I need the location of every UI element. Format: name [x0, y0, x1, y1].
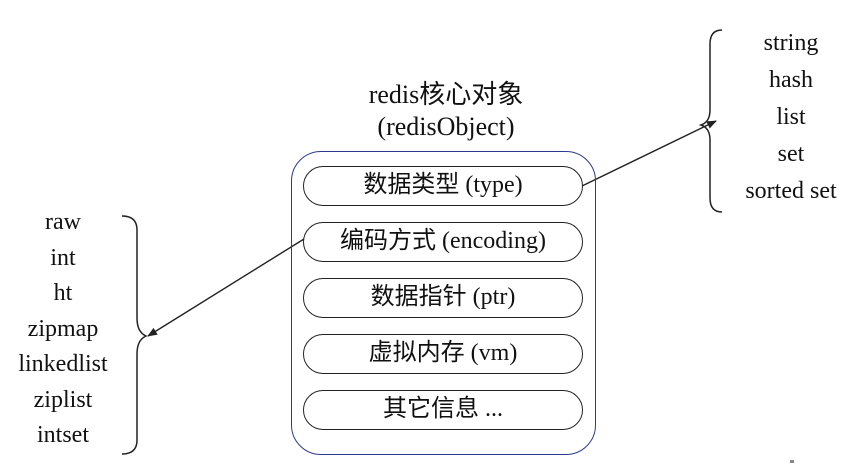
encoding-item: intset	[37, 422, 89, 448]
left-brace	[121, 215, 148, 455]
field-type: 数据类型 (type)	[303, 166, 583, 206]
field-ptr: 数据指针 (ptr)	[303, 278, 583, 318]
type-item: string	[763, 30, 819, 56]
encoding-item: raw	[45, 209, 81, 235]
encoding-arrow	[147, 238, 305, 337]
encoding-item: ziplist	[33, 386, 93, 413]
encoding-item: int	[50, 244, 76, 271]
encoding-list: raw int ht zipmap linkedlist ziplist int…	[4, 205, 122, 454]
type-item: list	[776, 104, 806, 130]
type-item: sorted set	[745, 178, 837, 204]
right-brace	[698, 29, 723, 213]
field-vm: 虚拟内存 (vm)	[303, 334, 583, 374]
diagram-title: redis核心对象	[368, 80, 524, 109]
type-item: set	[777, 141, 805, 167]
type-arrow	[581, 120, 717, 187]
corner-mark	[790, 460, 794, 463]
redis-object-box	[291, 151, 596, 455]
diagram-subtitle: (redisObject)	[377, 112, 515, 141]
encoding-item: linkedlist	[18, 351, 108, 377]
type-item: hash	[769, 67, 813, 93]
field-other-info: 其它信息 ...	[303, 390, 583, 430]
field-encoding: 编码方式 (encoding)	[303, 222, 583, 262]
encoding-item: ht	[53, 280, 73, 306]
encoding-item: zipmap	[27, 315, 99, 342]
type-list: string hash list set sorted set	[725, 25, 857, 210]
